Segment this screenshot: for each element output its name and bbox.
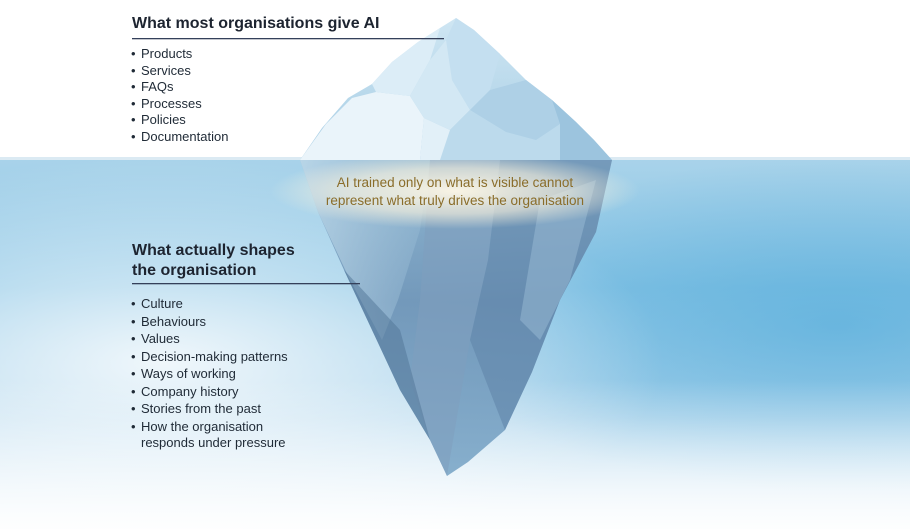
top-heading-rule: [132, 38, 444, 40]
iceberg-peak: [300, 18, 612, 160]
list-item: Stories from the past: [131, 400, 288, 418]
list-item: Decision-making patterns: [131, 348, 288, 366]
iceberg-caption: AI trained only on what is visible canno…: [305, 174, 605, 210]
list-item: Values: [131, 330, 288, 348]
list-item: Ways of working: [131, 365, 288, 383]
list-item: Products: [131, 46, 228, 63]
heading-line: the organisation: [132, 262, 257, 279]
list-item: Behaviours: [131, 313, 288, 331]
iceberg-underwater: [300, 160, 612, 476]
list-item: Services: [131, 63, 228, 80]
top-section-heading: What most organisations give AI: [132, 15, 380, 32]
list-item: How the organisation: [131, 418, 288, 436]
visible-knowledge-list: Products Services FAQs Processes Policie…: [131, 46, 228, 145]
list-item: Company history: [131, 383, 288, 401]
caption-line: represent what truly drives the organisa…: [325, 193, 585, 208]
bottom-section-heading: What actually shapes the organisation: [132, 241, 295, 281]
heading-line: What actually shapes: [132, 242, 295, 259]
list-item-continuation: responds under pressure: [141, 435, 286, 450]
hidden-knowledge-list: Culture Behaviours Values Decision-makin…: [131, 295, 288, 452]
list-item: FAQs: [131, 79, 228, 96]
list-item: Documentation: [131, 129, 228, 146]
caption-line: AI trained only on what is visible canno…: [336, 175, 574, 190]
bottom-heading-rule: [132, 283, 360, 285]
list-item: Policies: [131, 112, 228, 129]
list-item: Culture: [131, 295, 288, 313]
caption-glow: [270, 153, 640, 229]
list-item: Processes: [131, 96, 228, 113]
